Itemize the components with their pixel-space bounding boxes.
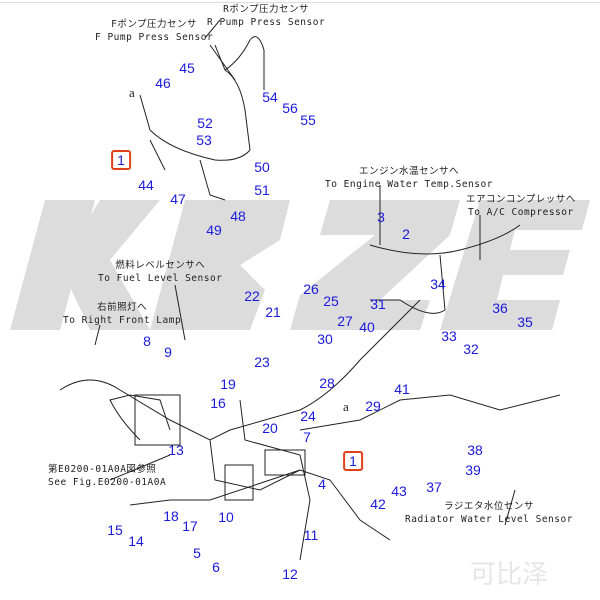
- callout-ja: Rポンプ圧力センサ: [223, 4, 310, 15]
- callout-ja: エンジン水温センサへ: [358, 166, 459, 177]
- callout-en: R Pump Press Sensor: [207, 17, 326, 28]
- callout-ja: Fポンプ圧力センサ: [111, 19, 198, 30]
- part-number: 54: [262, 89, 278, 105]
- part-number: 44: [138, 177, 154, 193]
- part-number: 31: [370, 296, 386, 312]
- callout-r-pump-press-sensor: Rポンプ圧力センサ R Pump Press Sensor: [207, 3, 325, 29]
- part-number: 46: [155, 75, 171, 91]
- callout-ja: 第E0200-01A0A図参照: [48, 464, 157, 475]
- callout-ja: ラジエタ水位センサ: [444, 501, 534, 512]
- part-number: 36: [492, 300, 508, 316]
- part-number: 15: [107, 522, 123, 538]
- part-number: 45: [179, 60, 195, 76]
- callout-fuel-level-sensor: 燃料レベルセンサへ To Fuel Level Sensor: [98, 259, 222, 285]
- part-number: 26: [303, 281, 319, 297]
- part-number: 47: [170, 191, 186, 207]
- callout-f-pump-press-sensor: Fポンプ圧力センサ F Pump Press Sensor: [95, 18, 213, 44]
- callout-en: F Pump Press Sensor: [95, 32, 214, 43]
- part-number: 5: [193, 545, 201, 561]
- callout-en: To Engine Water Temp.Sensor: [325, 179, 493, 190]
- part-number: 50: [254, 159, 270, 175]
- part-number: 18: [163, 508, 179, 524]
- part-number: 53: [196, 132, 212, 148]
- part-number: 8: [143, 333, 151, 349]
- callout-en: See Fig.E0200-01A0A: [48, 477, 167, 488]
- connection-letter: a: [343, 399, 349, 414]
- callout-ja: エアコンコンプレッサへ: [466, 194, 576, 205]
- part-number: 49: [206, 222, 222, 238]
- top-border: [0, 2, 600, 3]
- callout-en: To Fuel Level Sensor: [98, 273, 223, 284]
- part-number: 43: [391, 483, 407, 499]
- part-number: 23: [254, 354, 270, 370]
- part-number: 35: [517, 314, 533, 330]
- part-number: 40: [359, 319, 375, 335]
- part-number: 28: [319, 375, 335, 391]
- part-number: 7: [303, 429, 311, 445]
- callout-see-fig: 第E0200-01A0A図参照 See Fig.E0200-01A0A: [48, 463, 166, 489]
- part-number: 3: [377, 209, 385, 225]
- part-number: 14: [128, 533, 144, 549]
- callout-en: To Right Front Lamp: [63, 315, 182, 326]
- part-number: 48: [230, 208, 246, 224]
- callout-ac-compressor: エアコンコンプレッサへ To A/C Compressor: [466, 193, 576, 219]
- part-number: 22: [244, 288, 260, 304]
- part-number: 10: [218, 509, 234, 525]
- watermark-subtext: 可比泽: [470, 560, 549, 590]
- part-number: 39: [465, 462, 481, 478]
- highlighted-part-number: 1: [111, 150, 131, 170]
- callout-en: To A/C Compressor: [467, 207, 574, 218]
- callout-radiator-water-level-sensor: ラジエタ水位センサ Radiator Water Level Sensor: [405, 500, 573, 526]
- part-number: 29: [365, 398, 381, 414]
- part-number: 55: [300, 112, 316, 128]
- part-number: 34: [430, 276, 446, 292]
- part-number: 52: [197, 115, 213, 131]
- callout-ja: 右前照灯へ: [97, 302, 148, 313]
- part-number: 17: [182, 518, 198, 534]
- part-number: 20: [262, 420, 278, 436]
- part-number: 37: [426, 479, 442, 495]
- highlighted-part-number: 1: [343, 451, 363, 471]
- callout-en: Radiator Water Level Sensor: [405, 514, 573, 525]
- callout-right-front-lamp: 右前照灯へ To Right Front Lamp: [63, 301, 181, 327]
- part-number: 42: [370, 496, 386, 512]
- part-number: 16: [210, 395, 226, 411]
- part-number: 21: [265, 304, 281, 320]
- part-number: 51: [254, 182, 270, 198]
- part-number: 13: [168, 442, 184, 458]
- part-number: 24: [300, 408, 316, 424]
- part-number: 2: [402, 226, 410, 242]
- part-number: 4: [318, 476, 326, 492]
- part-number: 30: [317, 331, 333, 347]
- part-number: 33: [441, 328, 457, 344]
- part-number: 38: [467, 442, 483, 458]
- part-number: 56: [282, 100, 298, 116]
- part-number: 25: [323, 293, 339, 309]
- part-number: 27: [337, 313, 353, 329]
- part-number: 19: [220, 376, 236, 392]
- callout-engine-water-temp-sensor: エンジン水温センサへ To Engine Water Temp.Sensor: [325, 165, 493, 191]
- part-number: 41: [394, 381, 410, 397]
- connection-letter: a: [129, 85, 135, 100]
- part-number: 9: [164, 344, 172, 360]
- part-number: 11: [303, 527, 319, 543]
- part-number: 6: [212, 559, 220, 575]
- part-number: 32: [463, 341, 479, 357]
- part-number: 12: [282, 566, 298, 582]
- callout-ja: 燃料レベルセンサへ: [115, 260, 206, 271]
